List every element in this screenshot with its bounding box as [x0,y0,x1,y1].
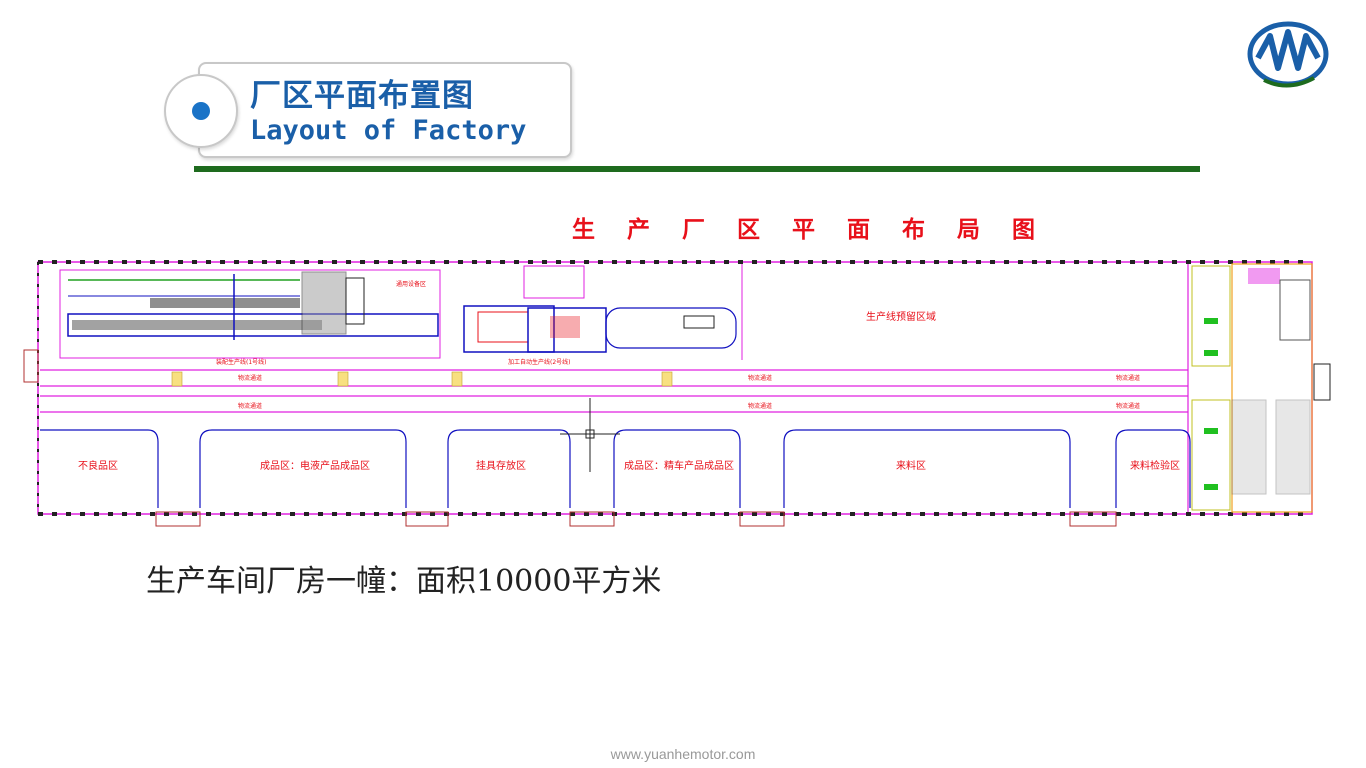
page-title: 厂区平面布置图 [250,78,474,114]
office-block [1231,263,1313,513]
page-subtitle: Layout of Factory [250,115,527,146]
zone-turning-finished: 成品区：精车产品成品区 [624,459,734,472]
production-line-area [59,269,441,359]
plan-title: 生 产 厂 区 平 面 布 局 图 [572,216,1048,243]
svg-text:物流通道: 物流通道 [1116,374,1140,382]
zone-incoming-inspection: 来料检验区 [1130,459,1180,472]
factory-floor-plan: 通用设备区 装配生产线(1号线) 加工自动生产线(2号线) 生产线预留区域 物流… [23,260,1331,527]
svg-text:物流通道: 物流通道 [1116,402,1140,410]
zone-fixture-storage: 挂具存放区 [476,459,526,472]
zone-incoming: 来料区 [896,459,926,472]
svg-text:装配生产线(1号线): 装配生产线(1号线) [216,358,267,366]
header-frame [198,62,572,158]
svg-text:通用设备区: 通用设备区 [396,280,426,288]
svg-text:物流通道: 物流通道 [238,374,262,382]
zone-ehp-finished: 成品区：电液产品成品区 [260,459,370,472]
svg-text:物流通道: 物流通道 [748,374,772,382]
svg-text:物流通道: 物流通道 [748,402,772,410]
zone-defective: 不良品区 [78,459,118,472]
header-bullet [164,74,238,148]
svg-text:物流通道: 物流通道 [238,402,262,410]
bullet-dot [192,102,210,120]
divider-rule [194,166,1200,172]
area-caption: 生产车间厂房一幢：面积10000平方米 [146,564,662,599]
company-logo [1244,18,1334,88]
zone-preassembly-label: 生产线预留区域 [866,310,936,323]
svg-text:加工自动生产线(2号线): 加工自动生产线(2号线) [508,358,571,366]
footer-url: www.yuanhemotor.com [610,746,756,762]
